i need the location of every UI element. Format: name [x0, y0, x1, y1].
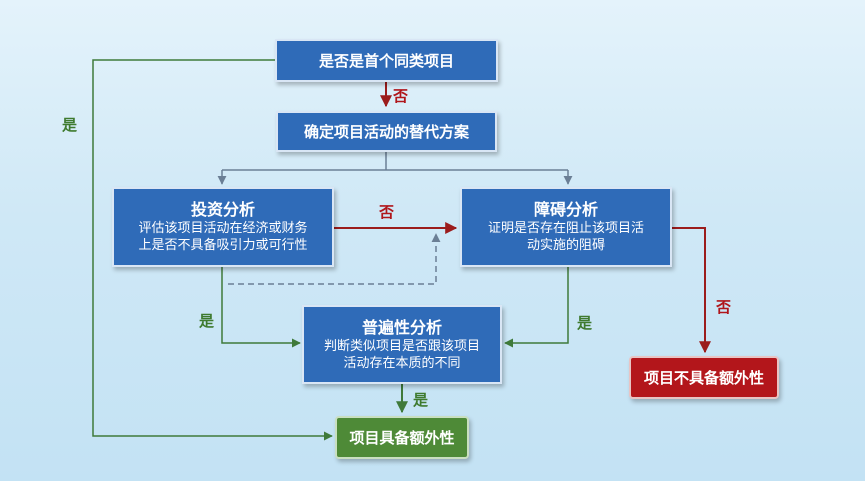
node-common-practice-analysis: 普遍性分析 判断类似项目是否跟该项目 活动存在本质的不同: [302, 305, 502, 384]
edge-barrier-to-common: [504, 267, 569, 348]
node-not-additional: 项目不具备额外性: [629, 356, 779, 399]
label-investment-to-barrier-no: 否: [379, 203, 395, 221]
node-common-practice-analysis-line-2: 活动存在本质的不同: [343, 355, 461, 371]
node-barrier-analysis-line-1: 证明是否存在阻止该项目活: [487, 221, 644, 236]
node-investment-analysis-line-2: 上是否不具备吸引力或可行性: [138, 238, 308, 253]
node-first-similar-project: 是否是首个同类项目: [275, 39, 498, 82]
edge-first-to-additional: [92, 59, 333, 441]
edge-dashed-feedback: [228, 233, 441, 285]
node-barrier-analysis: 障碍分析 证明是否存在阻止该项目活 动实施的阻碍: [460, 187, 672, 267]
label-first-to-additional-yes: 是: [62, 116, 78, 134]
label-first-to-alternative-no: 否: [393, 87, 409, 105]
node-alternative-scenarios-title: 确定项目活动的替代方案: [303, 122, 469, 141]
node-common-practice-analysis-title: 普遍性分析: [361, 317, 442, 337]
edge-barrier-to-not-additional: [672, 227, 711, 354]
node-investment-analysis: 投资分析 评估该项目活动在经济或财务 上是否不具备吸引力或可行性: [112, 187, 334, 267]
node-barrier-analysis-line-2: 动实施的阻碍: [526, 238, 605, 253]
node-not-additional-title: 项目不具备额外性: [643, 368, 764, 387]
edge-investment-to-common: [221, 267, 301, 348]
node-additional: 项目具备额外性: [335, 416, 469, 459]
node-alternative-scenarios: 确定项目活动的替代方案: [276, 111, 497, 152]
label-barrier-to-common-yes: 是: [577, 314, 593, 332]
node-investment-analysis-title: 投资分析: [190, 200, 255, 219]
node-additional-title: 项目具备额外性: [349, 428, 455, 447]
label-common-to-additional-yes: 是: [413, 391, 429, 409]
node-first-similar-project-title: 是否是首个同类项目: [318, 51, 454, 70]
node-investment-analysis-line-1: 评估该项目活动在经济或财务: [138, 221, 308, 236]
edge-alternative-to-analyses: [222, 152, 568, 171]
node-barrier-analysis-title: 障碍分析: [533, 200, 598, 219]
label-investment-to-common-yes: 是: [199, 312, 215, 330]
label-barrier-to-not-additional-no: 否: [716, 298, 732, 316]
node-common-practice-analysis-line-1: 判断类似项目是否跟该项目: [323, 338, 480, 354]
